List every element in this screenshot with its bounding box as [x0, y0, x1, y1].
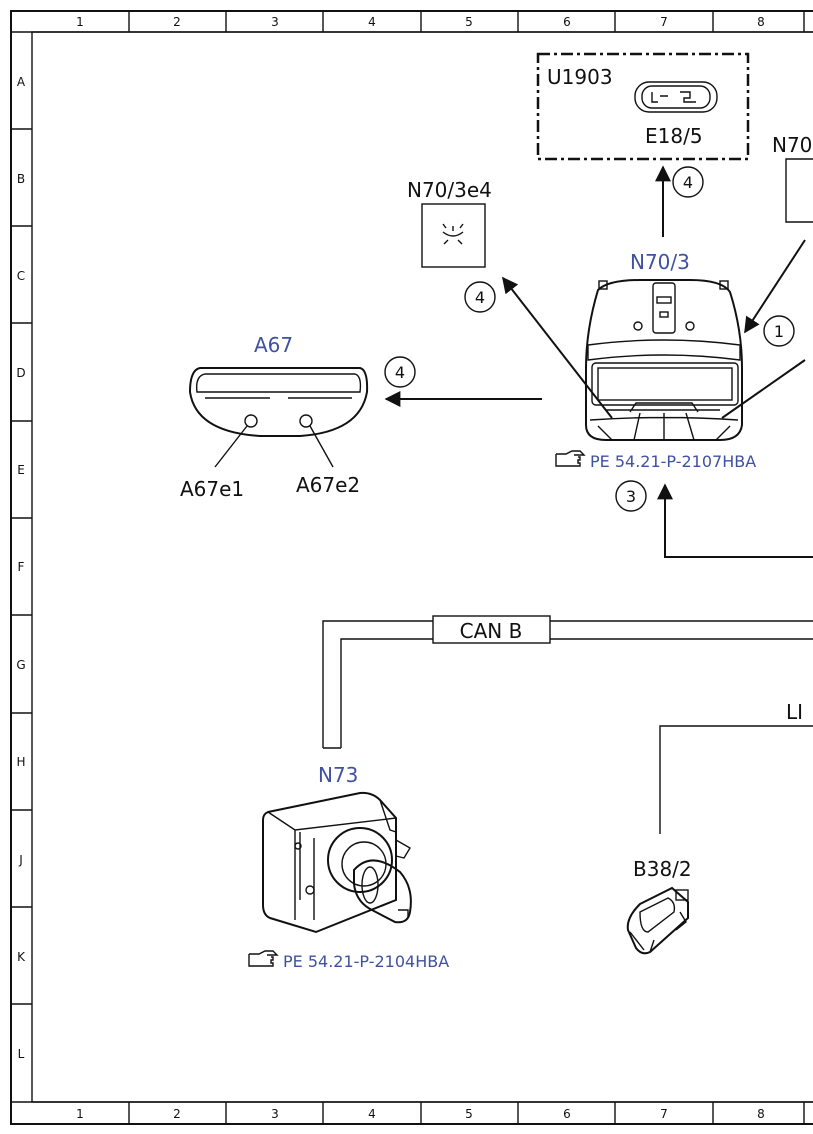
column-labels-top: 1 2 3 4 5 6 7 8	[76, 15, 765, 29]
pointing-hand-icon	[248, 950, 279, 967]
line-from-n70	[721, 359, 806, 419]
callout-n70-3e4: 4	[464, 281, 496, 313]
a67e2-label: A67e2	[296, 473, 360, 497]
arrow-from-n70	[744, 239, 806, 334]
can-b-label: CAN B	[460, 619, 523, 643]
lin-partial-label: LI	[786, 700, 803, 724]
n70-partial-label: N70	[772, 133, 812, 157]
n73-reference: PE 54.21-P-2104HBA	[248, 950, 449, 971]
col-label: 1	[76, 1107, 84, 1121]
row-label: B	[17, 172, 25, 186]
row-label: C	[17, 269, 25, 283]
overhead-control-panel-icon	[585, 279, 743, 441]
callout-bottom: 3	[615, 480, 647, 512]
col-label: 8	[757, 15, 765, 29]
pointing-hand-icon	[555, 450, 586, 467]
can-b-bus: CAN B	[322, 615, 813, 749]
n73-label: N73	[318, 763, 358, 787]
col-label: 3	[271, 15, 279, 29]
callout-a67: 4	[384, 356, 416, 388]
rearview-mirror-icon	[188, 367, 369, 468]
drawing-frame	[10, 10, 813, 1125]
col-label: 4	[368, 1107, 376, 1121]
row-label: G	[16, 658, 25, 672]
col-label: 1	[76, 15, 84, 29]
col-label: 2	[173, 15, 181, 29]
row-label: H	[16, 755, 25, 769]
col-label: 2	[173, 1107, 181, 1121]
n70-3-label: N70/3	[630, 250, 690, 274]
rain-light-sensor-icon	[626, 886, 689, 955]
a67e1-label: A67e1	[180, 477, 244, 501]
a67-label: A67	[254, 333, 293, 357]
col-label: 5	[465, 15, 473, 29]
row-label: E	[17, 463, 25, 477]
col-label: 3	[271, 1107, 279, 1121]
u1903-group: U1903 E18/5	[536, 52, 750, 161]
n73-reference-text[interactable]: PE 54.21-P-2104HBA	[283, 952, 449, 971]
row-labels: A B C D E F G H J K L	[16, 75, 26, 1061]
ignition-switch-icon	[262, 791, 412, 934]
callout-right: 1	[763, 315, 795, 347]
row-label: A	[17, 75, 26, 89]
col-label: 4	[368, 15, 376, 29]
row-label: F	[18, 560, 25, 574]
row-label: D	[16, 366, 25, 380]
row-label: L	[18, 1047, 25, 1061]
row-ticks	[11, 128, 32, 1005]
col-label: 7	[660, 1107, 668, 1121]
n70-3-reference: PE 54.21-P-2107HBA	[555, 450, 756, 471]
col-label: 5	[465, 1107, 473, 1121]
callout-top-number: 4	[683, 173, 693, 192]
arrow-to-n70-3e4	[502, 276, 613, 419]
callout-a67-number: 4	[395, 363, 405, 382]
col-label: 6	[563, 1107, 571, 1121]
col-label: 6	[563, 15, 571, 29]
callout-right-number: 1	[774, 322, 784, 341]
col-label: 8	[757, 1107, 765, 1121]
callout-bottom-number: 3	[626, 487, 636, 506]
n70-3e4-label: N70/3e4	[407, 178, 492, 202]
n70-partial-group: N70	[772, 133, 813, 223]
column-labels-bottom: 1 2 3 4 5 6 7 8	[76, 1107, 765, 1121]
e18-5-label: E18/5	[645, 124, 703, 148]
line-to-n70-3	[664, 512, 813, 558]
row-label: J	[18, 853, 23, 867]
n70-3e4-group: N70/3e4	[407, 178, 492, 268]
e18-5-lamp-icon	[634, 81, 718, 113]
u1903-label: U1903	[547, 65, 613, 89]
callout-n70-3e4-number: 4	[475, 288, 485, 307]
lamp-symbol-icon	[442, 223, 464, 245]
col-label: 7	[660, 15, 668, 29]
row-label: K	[17, 950, 26, 964]
column-ticks	[128, 11, 805, 1124]
n70-3-reference-text[interactable]: PE 54.21-P-2107HBA	[590, 452, 756, 471]
lin-bus: LI	[659, 700, 813, 834]
callout-top: 4	[672, 166, 704, 198]
b38-2-label: B38/2	[633, 857, 692, 881]
